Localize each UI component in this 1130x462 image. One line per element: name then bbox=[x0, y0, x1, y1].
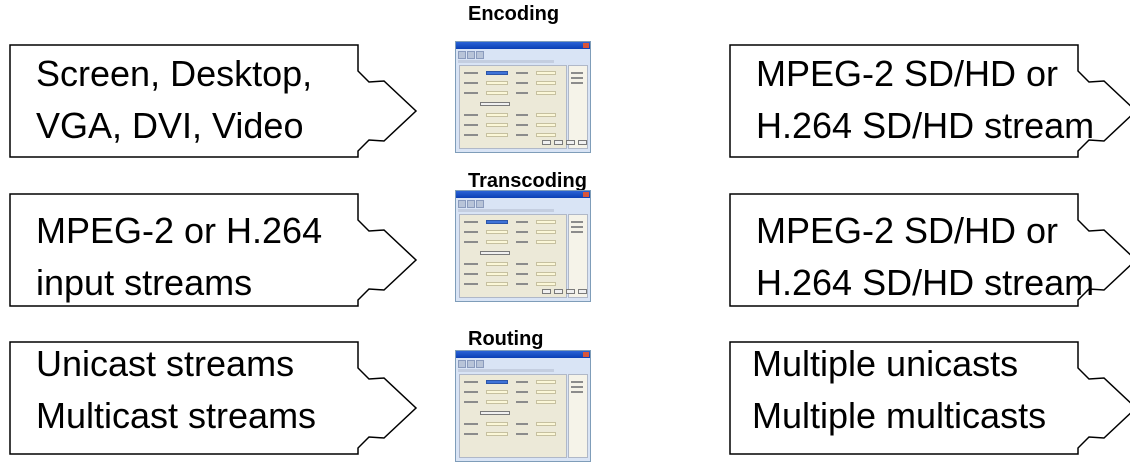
stage-title-routing: Routing bbox=[468, 328, 544, 350]
software-window-thumbnail-transcoding bbox=[455, 190, 591, 302]
output-arrow-box-routing bbox=[729, 341, 1130, 455]
stage-title-transcoding: Transcoding bbox=[468, 170, 587, 192]
output-arrow-box-encoding bbox=[729, 44, 1130, 158]
input-arrow-box-transcoding bbox=[9, 193, 418, 307]
software-window-thumbnail-routing bbox=[455, 350, 591, 462]
software-window-thumbnail-encoding bbox=[455, 41, 591, 153]
input-text-encoding: Screen, Desktop,VGA, DVI, Video bbox=[36, 53, 313, 147]
input-arrow-box-routing bbox=[9, 341, 418, 455]
input-arrow-box-encoding bbox=[9, 44, 418, 158]
output-arrow-box-transcoding bbox=[729, 193, 1130, 307]
stage-title-encoding: Encoding bbox=[468, 3, 560, 25]
